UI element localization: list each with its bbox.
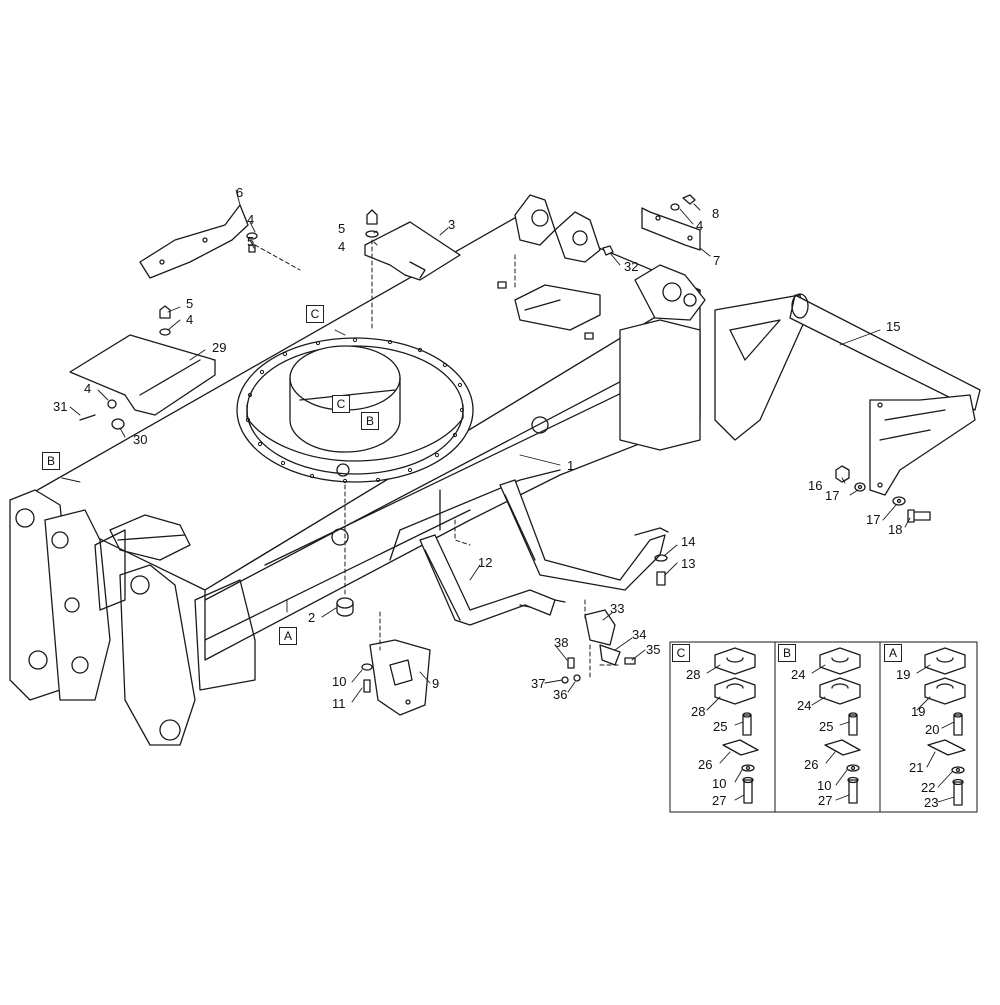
callout-33: 33 [610, 601, 625, 616]
callout-10: 10 [332, 674, 347, 689]
callout-23: 23 [924, 795, 939, 810]
panel-label-a: A [884, 644, 902, 662]
assembly-lines [254, 239, 621, 681]
callout-22: 22 [921, 780, 936, 795]
callout-14: 14 [681, 534, 696, 549]
callout-26: 26 [804, 757, 819, 772]
callout-3: 3 [448, 217, 456, 232]
callout-30: 30 [133, 432, 148, 447]
callout-7: 7 [713, 253, 721, 268]
callout-34: 34 [632, 627, 647, 642]
callout-4: 4 [696, 218, 704, 233]
callout-6: 6 [236, 185, 244, 200]
callout-27: 27 [818, 793, 833, 808]
callout-10: 10 [817, 778, 832, 793]
callout-25: 25 [713, 719, 728, 734]
callout-20: 20 [925, 722, 940, 737]
front-mount-brackets [9, 489, 256, 746]
view-ref-c-inner: C [332, 395, 350, 413]
callout-4: 4 [186, 312, 194, 327]
slewing-ring [236, 337, 474, 484]
callout-24: 24 [797, 698, 812, 713]
part-6-bracket [139, 204, 258, 279]
callout-31: 31 [53, 399, 68, 414]
hardware-13-14 [654, 554, 668, 586]
part-15-cross-tube [714, 293, 981, 496]
callout-28: 28 [686, 667, 701, 682]
callout-4: 4 [338, 239, 346, 254]
callout-5: 5 [186, 296, 194, 311]
callout-11: 11 [332, 696, 346, 711]
callout-17: 17 [866, 512, 881, 527]
callout-36: 36 [553, 687, 568, 702]
callout-19: 19 [911, 704, 926, 719]
part-33-bracket [561, 609, 636, 684]
callout-1: 1 [567, 458, 575, 473]
view-ref-b-inner: B [361, 412, 379, 430]
callout-26: 26 [698, 757, 713, 772]
callout-16: 16 [808, 478, 823, 493]
callout-35: 35 [646, 642, 661, 657]
callout-4: 4 [84, 381, 92, 396]
panel-c-stack [714, 647, 759, 804]
callout-29: 29 [212, 340, 227, 355]
detail-panels [669, 641, 978, 813]
panel-a-stack [924, 647, 966, 806]
callout-28: 28 [691, 704, 706, 719]
panel-label-c: C [672, 644, 690, 662]
callout-25: 25 [819, 719, 834, 734]
callout-9: 9 [432, 676, 440, 691]
callout-21: 21 [909, 760, 924, 775]
callout-5: 5 [338, 221, 346, 236]
part-32-bolt [602, 245, 614, 256]
callout-38: 38 [554, 635, 569, 650]
callout-17: 17 [825, 488, 840, 503]
callout-2: 2 [308, 610, 316, 625]
callout-19: 19 [896, 667, 911, 682]
callout-15: 15 [886, 319, 901, 334]
callout-18: 18 [888, 522, 903, 537]
callout-32: 32 [624, 259, 639, 274]
callout-8: 8 [712, 206, 720, 221]
rear-hardware [835, 465, 931, 523]
view-ref-b-main: B [42, 452, 60, 470]
part-2-plug [336, 597, 354, 617]
part-3-cover-plate [364, 209, 461, 281]
view-ref-a-main: A [279, 627, 297, 645]
callout-12: 12 [478, 555, 493, 570]
part-7-bracket [641, 194, 701, 251]
view-ref-c-main: C [306, 305, 324, 323]
callout-4: 4 [247, 212, 255, 227]
callout-10: 10 [712, 776, 727, 791]
part-12-support-brackets [419, 479, 669, 626]
leader-lines [61, 189, 911, 703]
panel-b-stack [819, 647, 861, 804]
callout-27: 27 [712, 793, 727, 808]
panel-label-b: B [778, 644, 796, 662]
part-29-cover [69, 305, 216, 430]
part-9-plate [361, 639, 431, 716]
callout-5: 5 [247, 234, 255, 249]
callout-24: 24 [791, 667, 806, 682]
callout-13: 13 [681, 556, 696, 571]
callout-37: 37 [531, 676, 546, 691]
